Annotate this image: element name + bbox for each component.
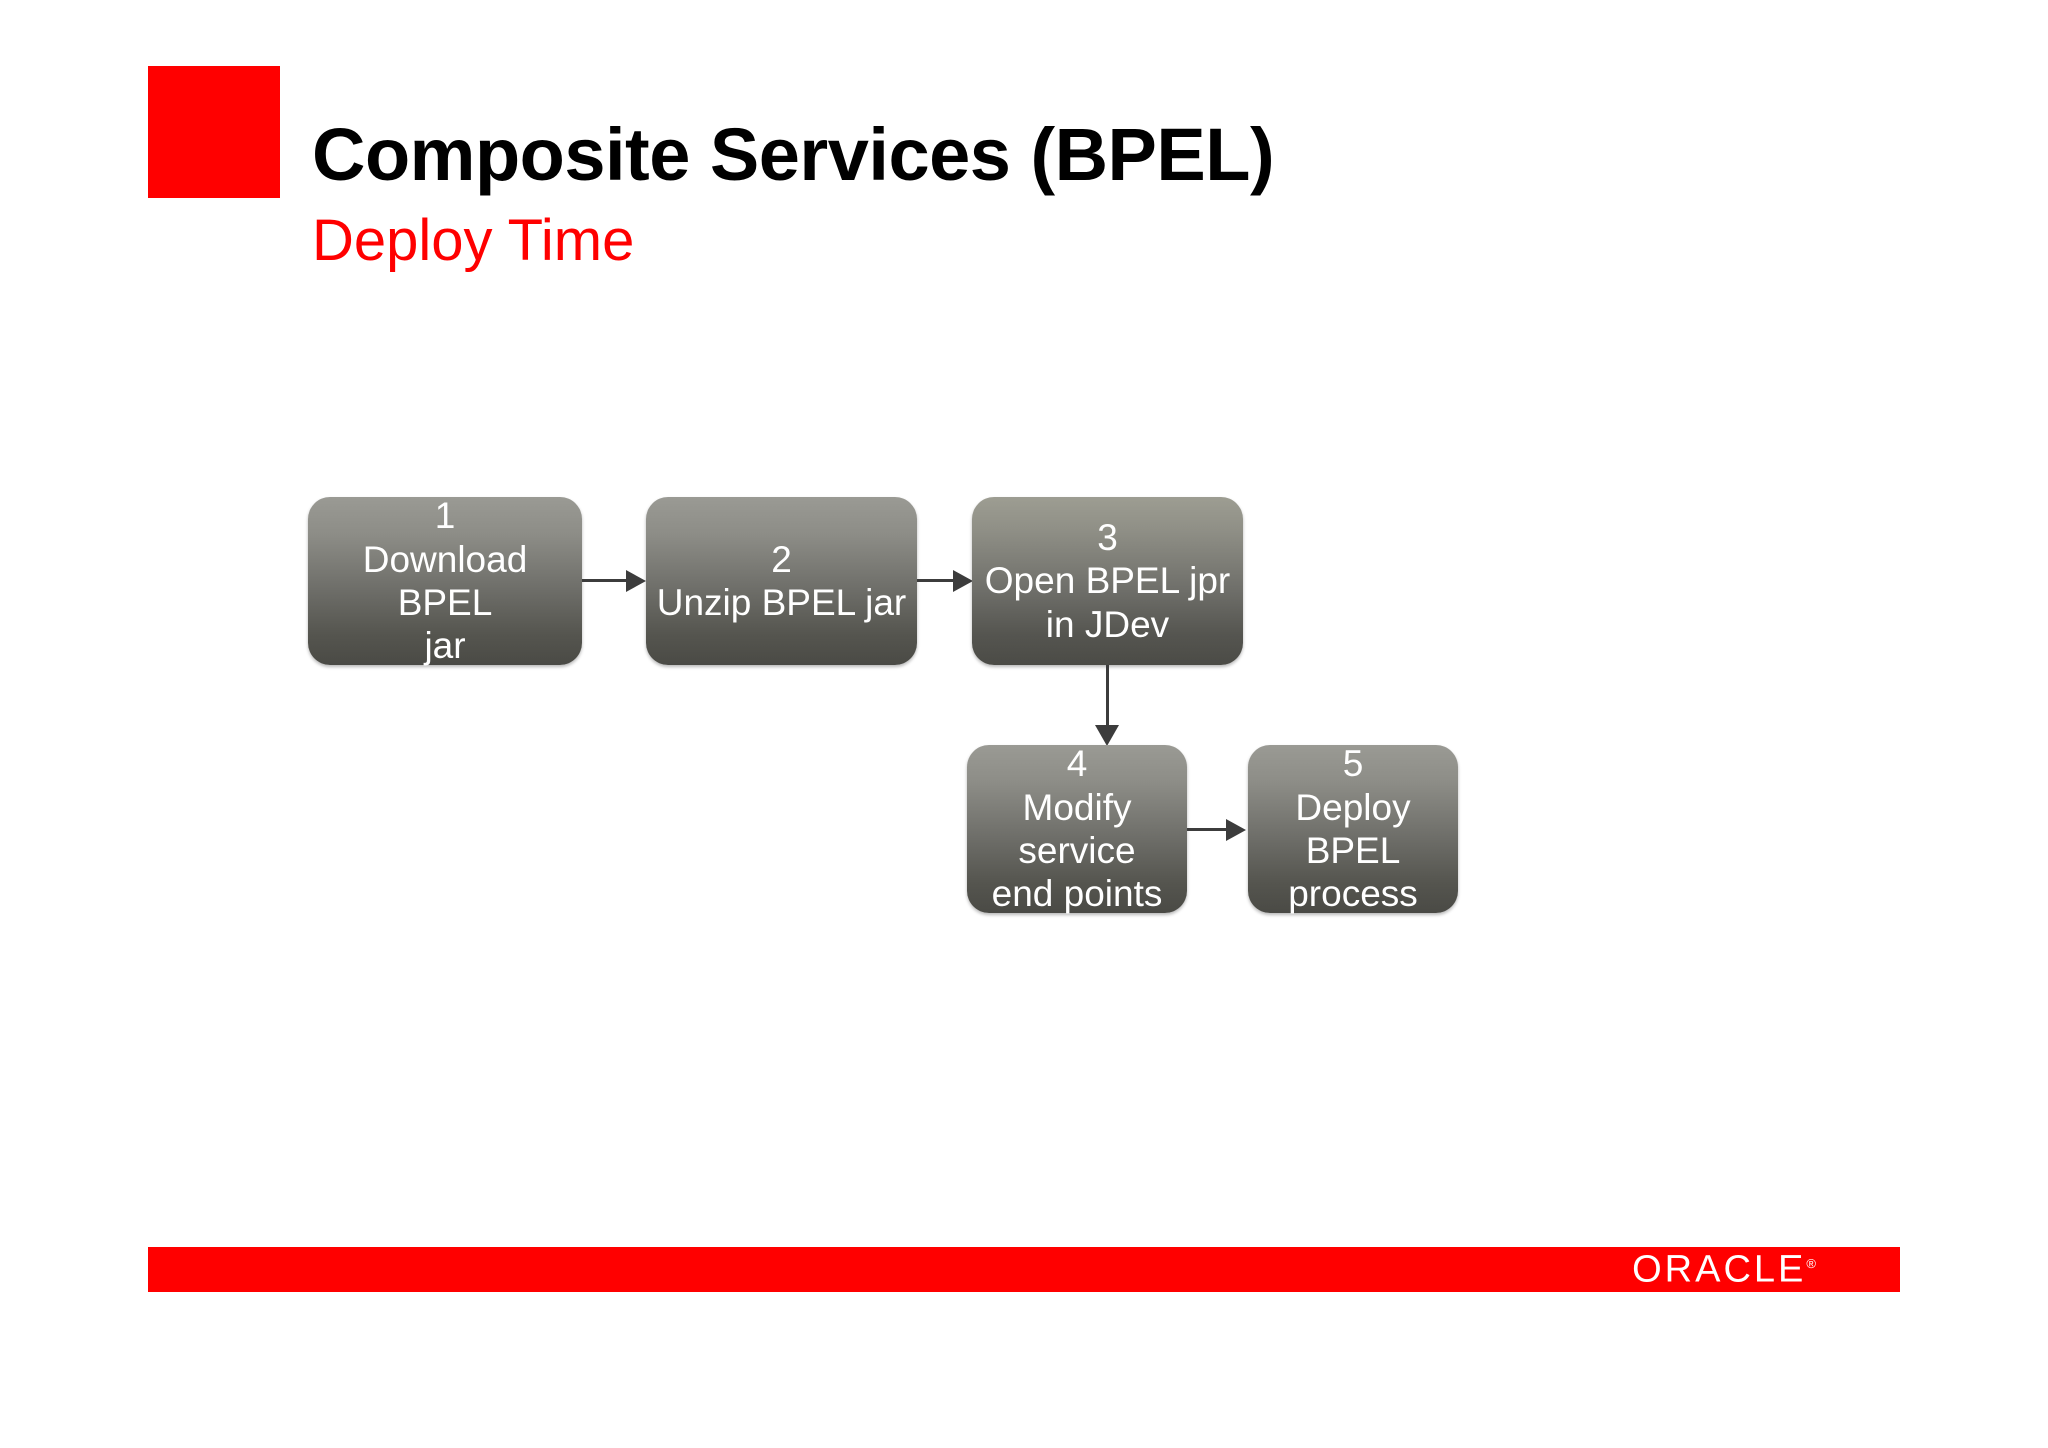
page-subtitle: Deploy Time: [312, 208, 635, 273]
flow-step-4-line-2: end points: [991, 873, 1163, 915]
flow-step-4: 4 Modify service end points: [967, 743, 1187, 915]
arrowhead-4-to-5-icon: [1226, 819, 1246, 841]
flow-step-1-line-2: jar: [424, 625, 466, 667]
flow-step-4-line-1: Modify service: [1018, 786, 1136, 871]
flow-step-3-number: 3: [1097, 517, 1118, 559]
connector-3-to-4: [1106, 665, 1109, 729]
flow-step-3: 3 Open BPEL jpr in JDev: [972, 497, 1243, 665]
flow-step-5: 5 Deploy BPEL process: [1248, 743, 1458, 915]
page-title: Composite Services (BPEL): [312, 113, 1275, 196]
flow-step-2-number: 2: [771, 538, 792, 580]
flow-step-1: 1 Download BPEL jar: [308, 495, 582, 667]
flow-step-2: 2 Unzip BPEL jar: [646, 497, 917, 665]
flow-step-3-line-2: in JDev: [1045, 603, 1170, 645]
arrowhead-2-to-3-icon: [953, 570, 973, 592]
connector-2-to-3: [917, 579, 957, 582]
flow-step-1-line-1: Download BPEL: [362, 538, 528, 623]
arrowhead-3-to-4-icon: [1095, 725, 1119, 746]
flow-step-4-number: 4: [1066, 743, 1088, 785]
arrowhead-1-to-2-icon: [626, 570, 646, 592]
flow-step-5-line-2: process: [1288, 873, 1418, 915]
flow-step-3-line-1: Open BPEL jpr: [984, 560, 1231, 602]
flow-step-2-line-1: Unzip BPEL jar: [656, 582, 907, 623]
connector-1-to-2: [582, 579, 628, 582]
footer-bar: ORACLE®: [148, 1247, 1900, 1292]
flow-step-5-number: 5: [1342, 743, 1364, 785]
oracle-wordmark: ORACLE: [1632, 1248, 1807, 1290]
connector-4-to-5: [1187, 828, 1229, 831]
flow-step-1-number: 1: [434, 495, 456, 537]
oracle-logo: ORACLE®: [1632, 1248, 1816, 1291]
red-accent-square: [148, 66, 280, 198]
title-block: Composite Services (BPEL) Deploy Time: [312, 118, 1812, 270]
registered-mark-icon: ®: [1806, 1255, 1816, 1271]
flow-step-5-line-1: Deploy BPEL: [1295, 786, 1411, 871]
